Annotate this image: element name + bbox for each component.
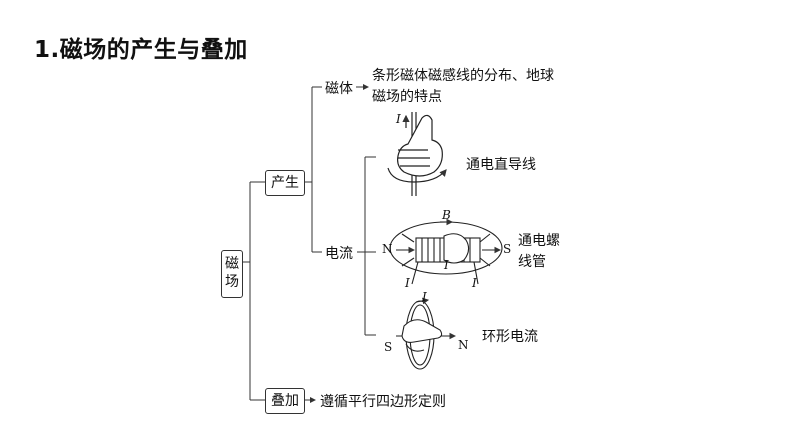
- symbol-current-solenoid-right: I: [472, 276, 477, 290]
- magnet-description: 条形磁体磁感线的分布、地球磁场的特点: [372, 68, 554, 105]
- symbol-north-ring: N: [458, 338, 469, 352]
- item-ring-current: 环形电流: [482, 329, 538, 345]
- solenoid-figure: [389, 218, 503, 285]
- page-title: 1.磁场的产生与叠加: [34, 37, 248, 63]
- node-produce: 产生: [265, 170, 305, 196]
- node-superpose: 叠加: [265, 388, 305, 414]
- ring-current-figure: [396, 297, 457, 370]
- symbol-current-ring: I: [422, 290, 427, 304]
- symbol-field-solenoid: B: [442, 208, 451, 222]
- symbol-current-solenoid-mid: I: [444, 258, 449, 272]
- symbol-north-solenoid: N: [382, 242, 393, 256]
- root-node-magnetic-field: 磁场: [221, 250, 243, 298]
- straight-wire-figure: [387, 112, 447, 196]
- item-straight-wire: 通电直导线: [466, 157, 536, 173]
- item-solenoid: 通电螺线管: [518, 233, 560, 270]
- node-magnet: 磁体: [325, 81, 353, 97]
- symbol-south-ring: S: [384, 340, 393, 354]
- superpose-label: 叠加: [271, 393, 299, 409]
- symbol-south-solenoid: S: [503, 242, 512, 256]
- symbol-current-straight: I: [396, 112, 401, 126]
- symbol-current-solenoid-left: I: [405, 276, 410, 290]
- current-bracket: [357, 156, 376, 336]
- produce-bracket: [303, 86, 322, 253]
- produce-label: 产生: [271, 175, 299, 191]
- superpose-rule: 遵循平行四边形定则: [320, 394, 446, 410]
- root-label: 磁场: [225, 256, 239, 290]
- node-current: 电流: [325, 246, 353, 262]
